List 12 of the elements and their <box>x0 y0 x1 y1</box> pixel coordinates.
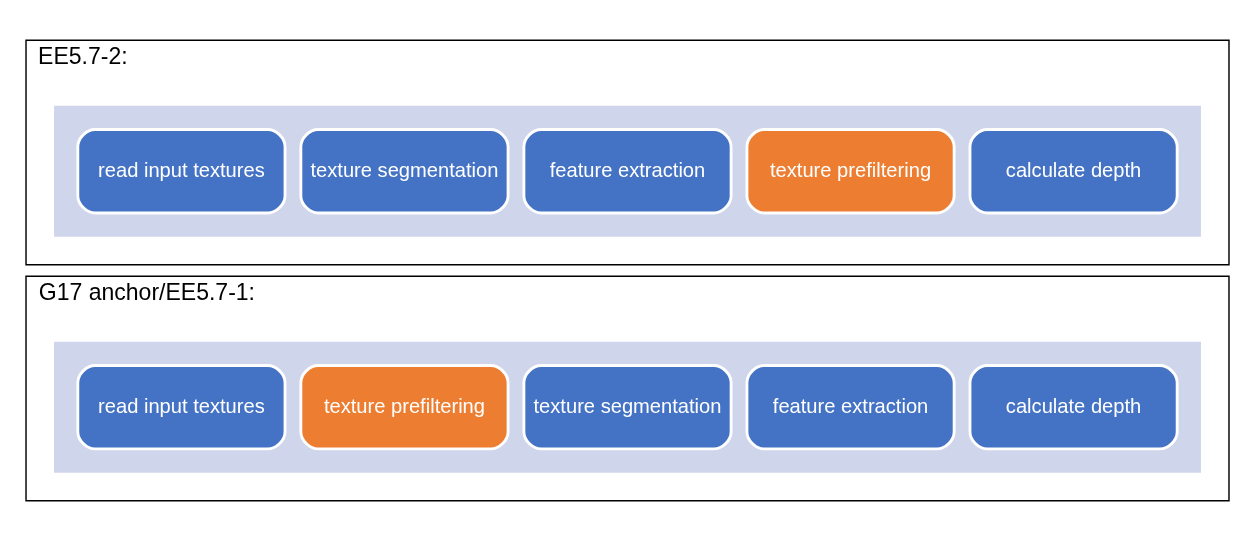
node-box: texture prefiltering <box>299 363 510 450</box>
node-box: calculate depth <box>968 363 1179 450</box>
node-box: texture segmentation <box>299 127 510 214</box>
node-box: feature extraction <box>522 127 733 214</box>
cluster <box>54 341 1201 473</box>
cluster <box>54 105 1201 237</box>
node-box: texture segmentation <box>522 363 733 450</box>
node-box: calculate depth <box>968 127 1179 214</box>
node-box: read input textures <box>76 363 287 450</box>
node-box: texture prefiltering <box>745 127 956 214</box>
node-box: feature extraction <box>745 363 956 450</box>
node-box: read input textures <box>76 127 287 214</box>
